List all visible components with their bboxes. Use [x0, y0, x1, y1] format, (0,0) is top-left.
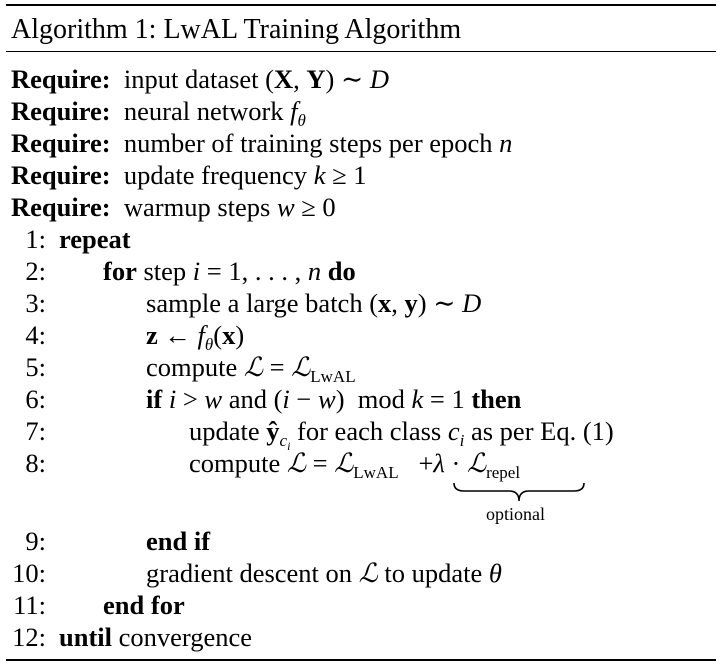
require-math: fθ [290, 96, 306, 130]
line-number: 4: [25, 320, 46, 350]
step-body: repeat [59, 224, 131, 254]
title-rule [6, 51, 716, 52]
require-label: Require: [11, 64, 111, 94]
line-number: 11: [13, 590, 46, 620]
line-number: 1: [25, 224, 46, 254]
step-line-2: 2: for step i = 1, . . . , n do [0, 255, 721, 287]
step-body: sample a large batch (x, y) ∼ D [146, 288, 482, 318]
step-body: gradient descent on ℒ to update θ [146, 558, 502, 588]
line-number: 10: [12, 558, 46, 588]
step-line-1: 1: repeat [0, 223, 721, 255]
step-line-5: 5: compute ℒ = ℒLwAL [0, 351, 721, 386]
step-body: for step i = 1, . . . , n do [103, 256, 356, 286]
top-rule [6, 4, 716, 6]
step-body: z ← fθ(x) [146, 320, 245, 354]
require-label: Require: [11, 192, 111, 222]
step-body: end for [103, 590, 185, 620]
require-text: input dataset [123, 64, 266, 94]
require-line-3: Require: number of training steps per ep… [11, 127, 512, 159]
line-number: 9: [25, 526, 46, 556]
bottom-rule [6, 659, 716, 661]
step-line-10: 10: gradient descent on ℒ to update θ [0, 557, 721, 589]
require-math: n [499, 128, 513, 158]
require-line-2: Require: neural network fθ [11, 95, 306, 130]
require-label: Require: [11, 96, 111, 126]
brace-label: optional [486, 504, 545, 524]
step-line-8: 8: compute ℒ = ℒLwAL +λ · ℒrepel [0, 447, 721, 482]
algorithm-title: Algorithm 1: LwAL Training Algorithm [11, 14, 462, 45]
require-text: neural network [123, 96, 291, 126]
step-line-7: 7: update ŷci for each class ci as per E… [0, 415, 721, 453]
require-math: w ≥ 0 [276, 192, 336, 222]
require-text: update frequency [123, 160, 314, 190]
step-line-4: 4: z ← fθ(x) [0, 319, 721, 354]
require-math: k ≥ 1 [313, 160, 367, 190]
require-math: (X, Y) ∼ D [265, 64, 389, 94]
require-line-5: Require: warmup steps w ≥ 0 [11, 191, 336, 223]
step-line-12: 12: until convergence [0, 621, 721, 653]
line-number: 7: [25, 416, 46, 446]
step-line-11: 11: end for [0, 589, 721, 621]
require-text: warmup steps [123, 192, 277, 222]
step-body: compute ℒ = ℒLwAL [146, 352, 356, 386]
step-body: compute ℒ = ℒLwAL +λ · ℒrepel [189, 448, 521, 482]
line-number: 5: [25, 352, 46, 382]
step-body: end if [146, 526, 211, 556]
require-label: Require: [11, 160, 111, 190]
step-body: if i > w and (i − w) mod k = 1 then [146, 384, 522, 414]
line-number: 12: [12, 622, 46, 652]
underbrace [453, 482, 585, 502]
require-line-4: Require: update frequency k ≥ 1 [11, 159, 367, 191]
step-body: until convergence [59, 622, 253, 652]
line-number: 6: [25, 384, 46, 414]
step-line-3: 3: sample a large batch (x, y) ∼ D [0, 287, 721, 319]
line-number: 2: [25, 256, 46, 286]
require-label: Require: [11, 128, 111, 158]
require-text: number of training steps per epoch [123, 128, 500, 158]
step-line-9: 9: end if [0, 525, 721, 557]
line-number: 8: [25, 448, 46, 478]
step-line-6: 6: if i > w and (i − w) mod k = 1 then [0, 383, 721, 415]
step-body: update ŷci for each class ci as per Eq. … [189, 416, 614, 453]
line-number: 3: [25, 288, 46, 318]
require-line-1: Require: input dataset (X, Y) ∼ D [11, 63, 389, 95]
